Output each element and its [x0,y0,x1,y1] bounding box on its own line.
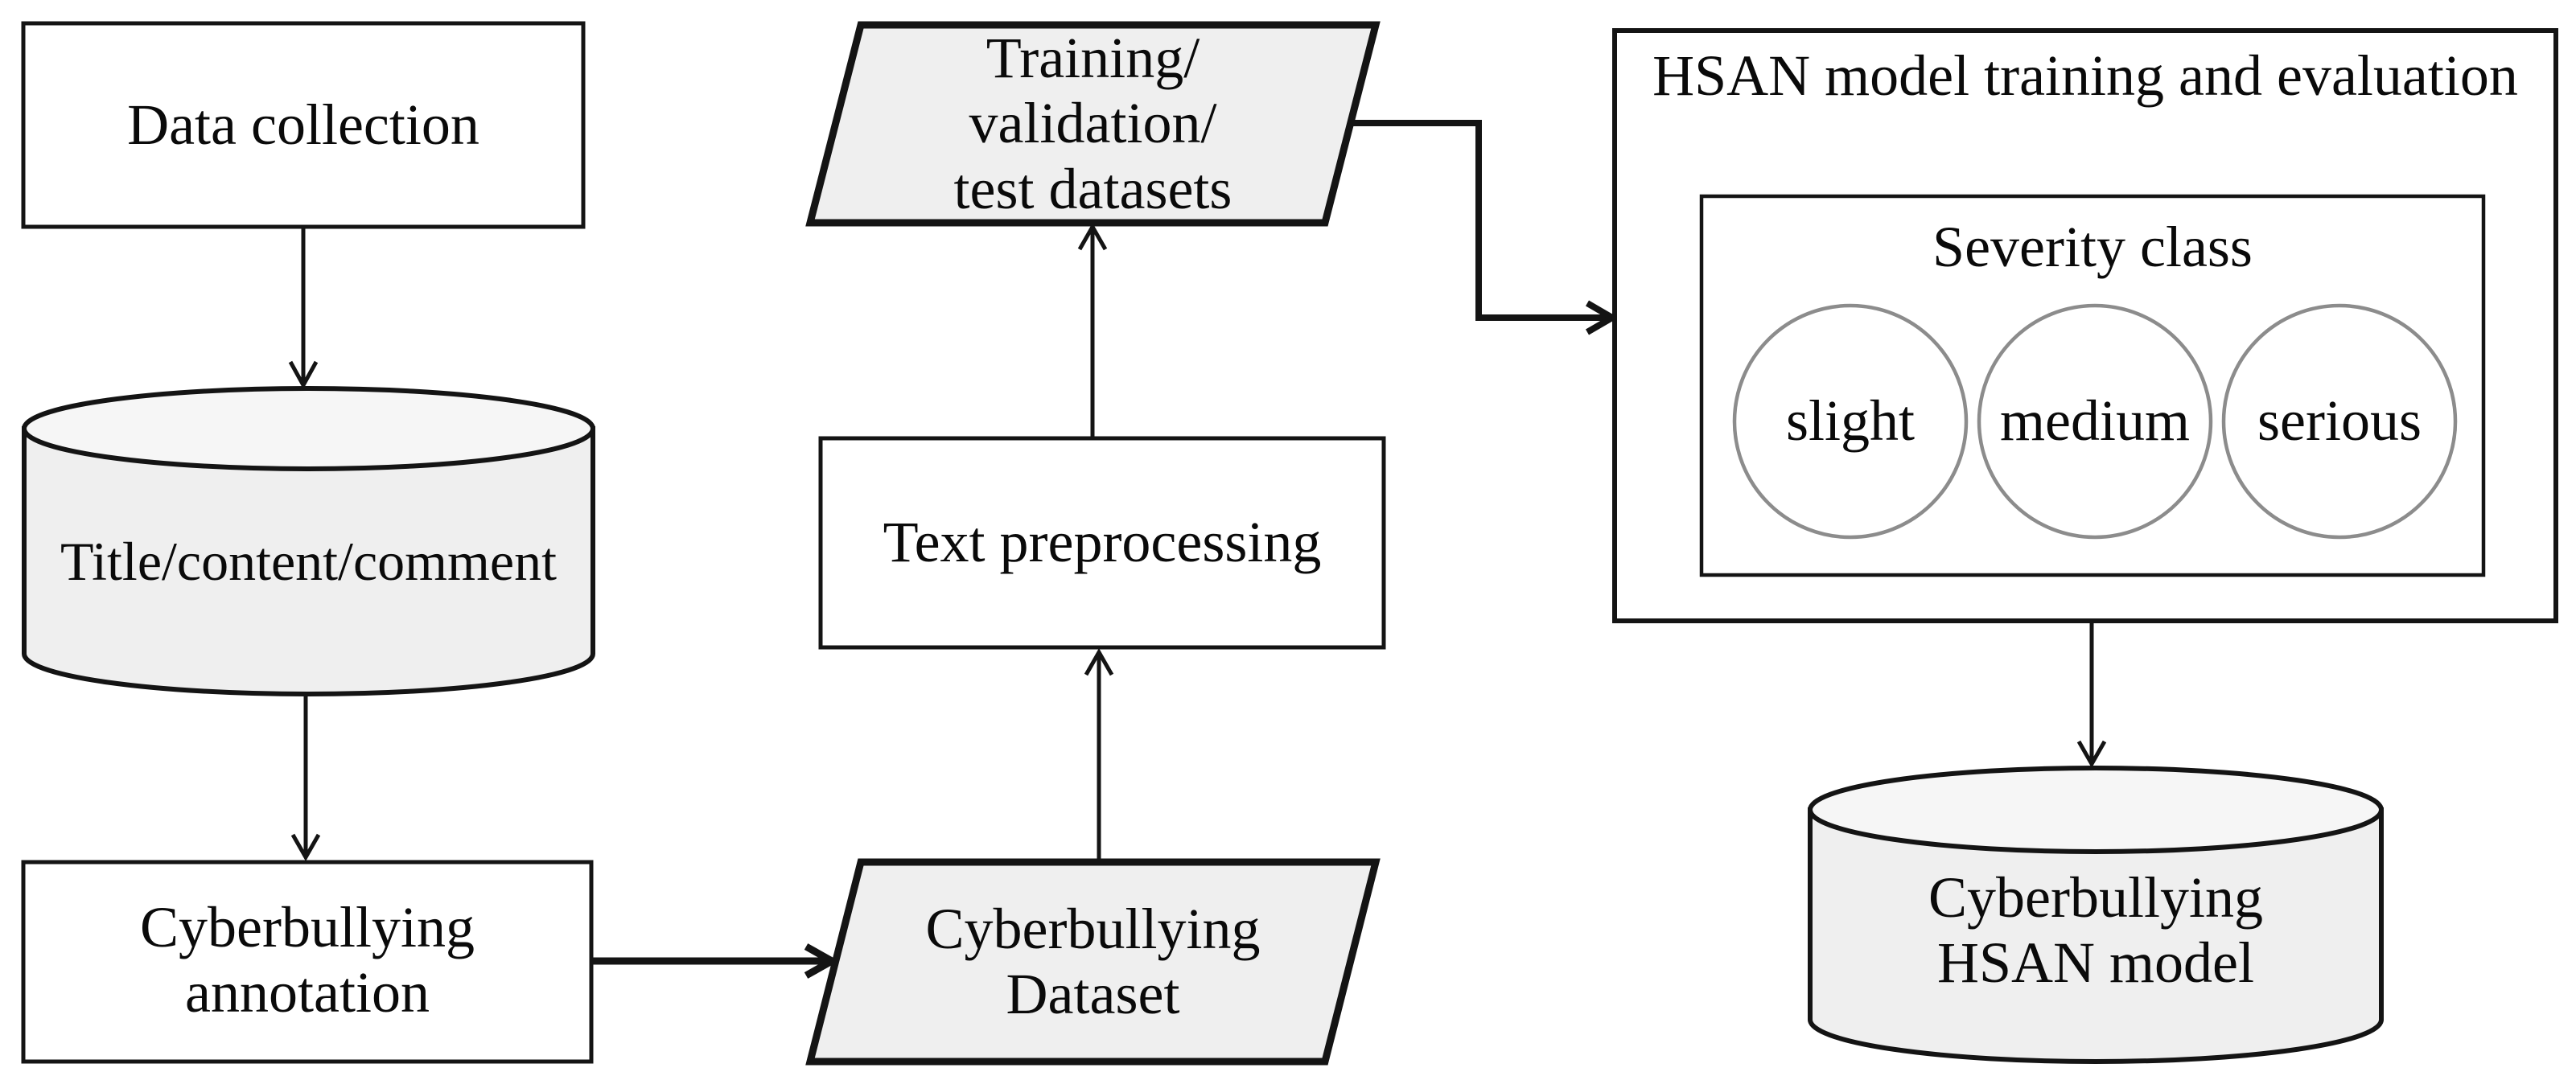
arrow-collection-to-store [288,228,319,390]
arrow-hsan-to-model [2076,623,2107,769]
severity-medium-circle [1977,303,2213,540]
hsan-model-cylinder [1808,766,2384,1064]
cylinder-top-ellipse [22,386,595,471]
train-val-test-parallelogram [805,21,1381,227]
text-preprocessing-box [818,436,1386,650]
arrow-preprocessing-to-datasets [1077,222,1108,437]
arrow-annotation-to-dataset [593,943,840,979]
arrow-store-to-annotation [290,696,321,862]
cyberbullying-annotation-box [21,860,594,1064]
arrow-datasets-to-hsan [1348,120,1619,335]
title-content-comment-cylinder [22,386,595,696]
cylinder-top-ellipse [1808,766,2384,854]
severity-slight-circle [1732,303,1969,540]
data-collection-box [21,21,586,229]
arrow-dataset-to-preprocessing [1084,647,1114,860]
severity-serious-circle [2221,303,2458,540]
cyberbullying-dataset-parallelogram [805,858,1381,1066]
